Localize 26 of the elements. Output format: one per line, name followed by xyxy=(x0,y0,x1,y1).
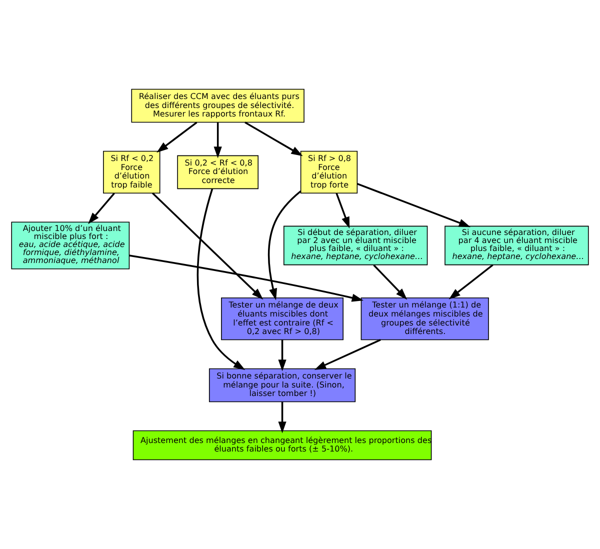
arrow xyxy=(336,193,350,229)
arrow xyxy=(278,402,286,434)
arrow xyxy=(196,188,246,370)
arrow xyxy=(314,338,381,370)
node-box: Si 0,2 < Rf < 0,8 Force d’élution correcte xyxy=(177,155,259,190)
arrow xyxy=(373,264,408,300)
node-box: Si Rf < 0,2 Force d’élution trop faible xyxy=(103,150,160,194)
node-box: Si bonne séparation, conserver le mélange pour la suite. (Sinon, laisser tomber !) xyxy=(208,368,356,402)
arrow xyxy=(356,182,471,228)
arrow xyxy=(129,254,364,302)
node-box: Ajouter 10% d’un éluant miscible plus fort : eau, acide acétique, acide formique, diéthylamine, ammoniaque, méthanol xyxy=(11,222,130,270)
arrow xyxy=(448,264,494,300)
arrow xyxy=(214,122,222,158)
node-box: Tester un mélange (1:1) de deux mélanges miscibles de groupes de sélectivité différents. xyxy=(360,297,489,340)
arrow xyxy=(278,340,286,372)
node-box: Tester un mélange de deux éluants miscibles dont l’effet est contraire (Rf < 0,2 avec Rf > 0,8) xyxy=(221,297,344,340)
node-box: Ajustement des mélanges en changeant légèrement les proportions des éluants faibles ou forts (± 5-10%). xyxy=(132,430,432,460)
arrow xyxy=(88,192,115,224)
arrow xyxy=(156,122,198,153)
node-box: Si Rf > 0,8 Force d’élution trop forte xyxy=(300,150,358,194)
node-box: Si début de séparation, diluer par 2 avec un éluant miscible plus faible, « diluant » : hexane, heptane, cyclohexane… xyxy=(283,226,428,266)
arrow xyxy=(268,190,302,300)
node-box: Réaliser des CCM avec des éluants purs des différents groupes de sélectivité. Mesurer les rapports frontaux Rf. xyxy=(131,88,304,123)
node-box: Si aucune séparation, diluer par 4 avec un éluant miscible plus faible, « diluant » : hexane, heptane, cyclohexane… xyxy=(444,226,589,266)
arrow xyxy=(244,122,303,156)
arrow xyxy=(152,192,264,300)
